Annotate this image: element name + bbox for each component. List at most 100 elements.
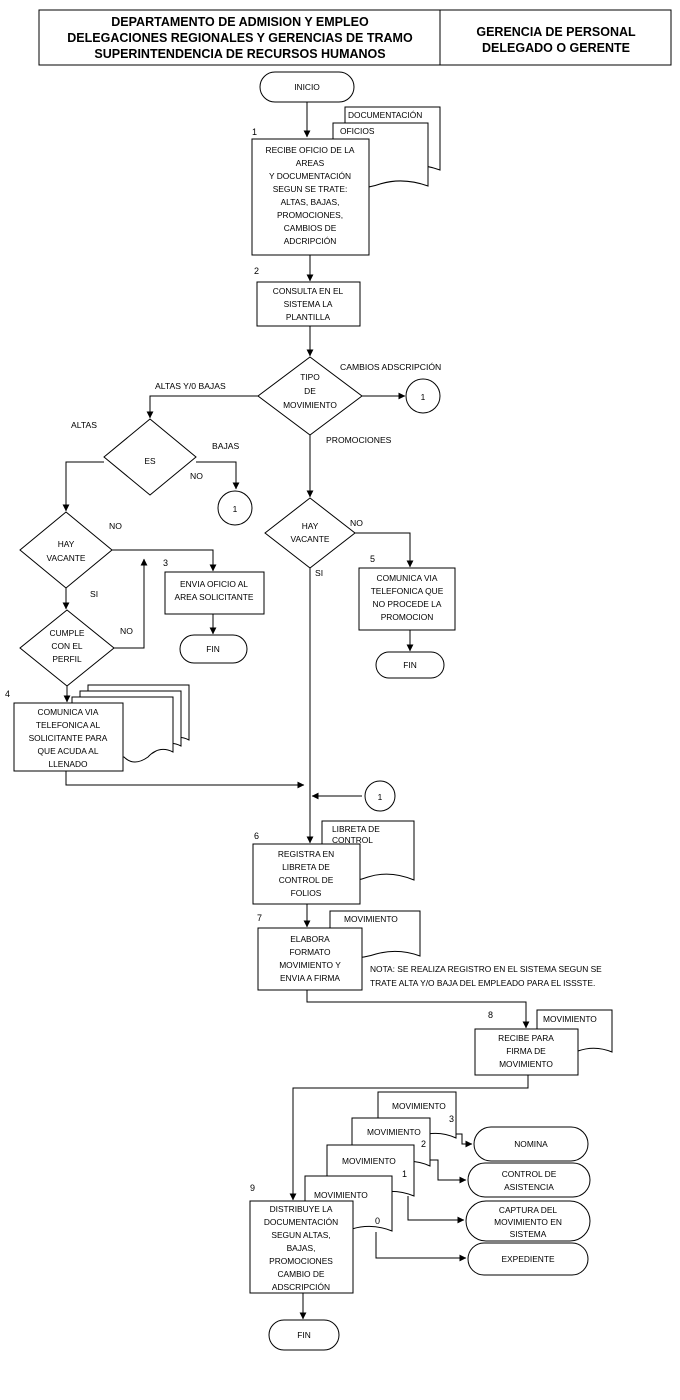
step-7-line: MOVIMIENTO Y: [279, 960, 341, 970]
step-6-line: FOLIOS: [291, 888, 322, 898]
step-6-number: 6: [254, 831, 259, 841]
label-no: NO: [109, 521, 122, 531]
terminal-control-asistencia: CONTROL DE ASISTENCIA: [467, 1162, 591, 1198]
end-label: FIN: [206, 644, 220, 654]
header-left-line-2: DELEGACIONES REGIONALES Y GERENCIAS DE T…: [67, 31, 413, 45]
arrow-copy2-to-control: [430, 1159, 467, 1184]
start-terminal: INICIO: [259, 71, 355, 103]
step-1-line: SEGUN SE TRATE:: [273, 184, 348, 194]
copy-number: 0: [375, 1216, 380, 1226]
step-5-number: 5: [370, 554, 375, 564]
step-8: 8 RECIBE PARA FIRMA DE MOVIMIENTO: [474, 1010, 579, 1076]
connector-1-return: 1: [364, 780, 396, 812]
document-oficios-label: OFICIOS: [340, 126, 375, 136]
arrow-step8-to-step9: [289, 1075, 529, 1201]
step-3-line: AREA SOLICITANTE: [175, 592, 254, 602]
terminal-captura-line: CAPTURA DEL: [499, 1205, 558, 1215]
terminal-captura-movimiento: CAPTURA DEL MOVIMIENTO EN SISTEMA: [465, 1200, 591, 1242]
document-movimiento-label: MOVIMIENTO: [342, 1156, 396, 1166]
decision-vacante-line: HAY: [302, 521, 319, 531]
copy-number: 1: [402, 1169, 407, 1179]
step-1-line: RECIBE OFICIO DE LA: [266, 145, 355, 155]
connector-1-es: 1: [217, 490, 253, 526]
step-6-line: LIBRETA DE: [282, 862, 330, 872]
copy-number: 2: [421, 1139, 426, 1149]
document-movimiento-label: MOVIMIENTO: [367, 1127, 421, 1137]
decision-hay-vacante-right: HAY VACANTE: [264, 497, 356, 569]
step-9-line: DISTRIBUYE LA: [270, 1204, 333, 1214]
decision-vacante-line: HAY: [58, 539, 75, 549]
decision-es: ES: [103, 418, 197, 496]
terminal-captura-line: MOVIMIENTO EN: [494, 1217, 562, 1227]
step-7-number: 7: [257, 913, 262, 923]
label-cambios-adscripcion: CAMBIOS ADSCRIPCIÓN: [340, 362, 441, 372]
step-2-line: CONSULTA EN EL: [273, 286, 344, 296]
step-9-line: ADSCRIPCIÓN: [272, 1282, 330, 1292]
step-9-line: DOCUMENTACIÓN: [264, 1217, 338, 1227]
note-line: TRATE ALTA Y/O BAJA DEL EMPLEADO PARA EL…: [370, 978, 595, 988]
header-left-line-3: SUPERINTENDENCIA DE RECURSOS HUMANOS: [94, 47, 385, 61]
decision-es-label: ES: [144, 456, 156, 466]
terminal-captura-line: SISTEMA: [510, 1229, 547, 1239]
label-no: NO: [190, 471, 203, 481]
arrow-es-to-connector: [196, 461, 240, 490]
step-4-line: QUE ACUDA AL: [38, 746, 99, 756]
step-9-number: 9: [250, 1183, 255, 1193]
step-1-line: ALTAS, BAJAS,: [281, 197, 340, 207]
header-right-line-2: DELEGADO O GERENTE: [482, 41, 630, 55]
step-5-line: TELEFONICA QUE: [371, 586, 444, 596]
label-si: SI: [315, 568, 323, 578]
terminal-expediente: EXPEDIENTE: [467, 1242, 589, 1276]
step-1-line: PROMOCIONES,: [277, 210, 343, 220]
arrow-copy3-to-nomina: [456, 1133, 473, 1148]
label-no: NO: [120, 626, 133, 636]
document-movimiento-label: MOVIMIENTO: [543, 1014, 597, 1024]
step-7-line: ENVIA A FIRMA: [280, 973, 340, 983]
step-1: 1 RECIBE OFICIO DE LA AREAS Y DOCUMENTAC…: [251, 127, 370, 256]
decision-hay-vacante-left: HAY VACANTE: [19, 511, 113, 589]
step-4: 4 COMUNICA VIA TELEFONICA AL SOLICITANTE…: [5, 689, 124, 772]
document-movimiento-label: MOVIMIENTO: [314, 1190, 368, 1200]
arrow-copy1-to-captura: [407, 1196, 465, 1224]
label-no: NO: [350, 518, 363, 528]
terminal-control-line: CONTROL DE: [502, 1169, 557, 1179]
end-label: FIN: [403, 660, 417, 670]
decision-cumple-line: CUMPLE: [50, 628, 85, 638]
step-7: 7 ELABORA FORMATO MOVIMIENTO Y ENVIA A F…: [257, 913, 363, 991]
decision-cumple-perfil: CUMPLE CON EL PERFIL: [19, 609, 115, 687]
label-altas-bajas: ALTAS Y/0 BAJAS: [155, 381, 226, 391]
step-6-line: CONTROL DE: [279, 875, 334, 885]
step-7-line: ELABORA: [290, 934, 330, 944]
document-movimiento-label: MOVIMIENTO: [344, 914, 398, 924]
end-terminal-final: FIN: [268, 1319, 340, 1351]
start-label: INICIO: [294, 82, 320, 92]
connector-1-right: 1: [405, 378, 441, 414]
terminal-nomina-label: NOMINA: [514, 1139, 548, 1149]
step-1-number: 1: [252, 127, 257, 137]
step-2-line: SISTEMA LA: [284, 299, 333, 309]
step-3-line: ENVIA OFICIO AL: [180, 579, 248, 589]
end-label: FIN: [297, 1330, 311, 1340]
step-3: 3 ENVIA OFICIO AL AREA SOLICITANTE: [163, 558, 265, 615]
connector-1-label: 1: [421, 392, 426, 402]
decision-cumple-line: PERFIL: [52, 654, 82, 664]
arrow-vacante-to-step3: [112, 549, 217, 572]
label-bajas: BAJAS: [212, 441, 239, 451]
arrow-cumple-no-loop: [114, 558, 148, 649]
terminal-control-line: ASISTENCIA: [504, 1182, 554, 1192]
step-5: 5 COMUNICA VIA TELEFONICA QUE NO PROCEDE…: [358, 554, 456, 631]
step-9-line: SEGUN ALTAS,: [271, 1230, 330, 1240]
decision-tipo-line: MOVIMIENTO: [283, 400, 337, 410]
arrow-vacante-to-step5: [355, 532, 414, 568]
note-line: NOTA: SE REALIZA REGISTRO EN EL SISTEMA …: [370, 964, 602, 974]
arrow-step4-to-main: [65, 771, 305, 789]
decision-vacante-line: VACANTE: [47, 553, 86, 563]
copy-number: 3: [449, 1114, 454, 1124]
connector-1-label: 1: [233, 504, 238, 514]
step-8-line: RECIBE PARA: [498, 1033, 554, 1043]
arrow-copy0-to-expediente: [375, 1232, 467, 1262]
step-7-line: FORMATO: [289, 947, 331, 957]
end-terminal-step3: FIN: [179, 634, 248, 664]
header: DEPARTAMENTO DE ADMISION Y EMPLEO DELEGA…: [38, 9, 672, 66]
